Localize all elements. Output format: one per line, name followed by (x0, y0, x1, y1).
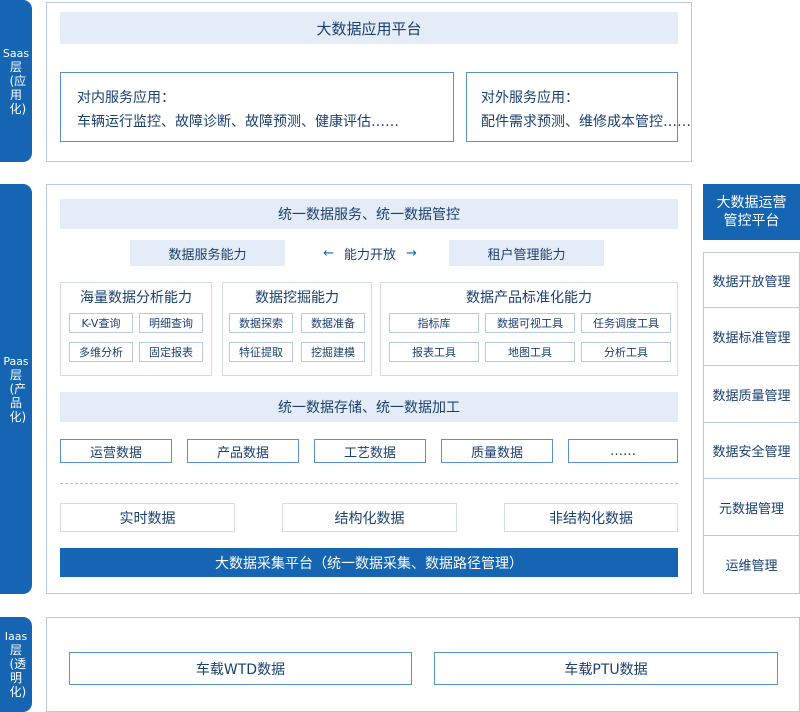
visualization-tool: 数据可视工具 (485, 313, 575, 333)
saas-title: 大数据应用平台 (60, 12, 678, 44)
capability-open-label: 能力开放 (343, 247, 396, 263)
wtd-data: 车载WTD数据 (69, 652, 412, 685)
external-apps-title: 对外服务应用： (481, 90, 579, 106)
paas-layer-tab: Paas 层(产品化) (0, 184, 32, 594)
mining-capability-title: 数据挖掘能力 (255, 290, 339, 306)
data-security-management: 数据安全管理 (703, 423, 800, 479)
iaas-layer-zh: 层(透明化) (9, 643, 27, 699)
standardization-capability-group: 数据产品标准化能力 指标库 数据可视工具 任务调度工具 报表工具 地图工具 分析… (380, 282, 678, 376)
ops-management: 运维管理 (703, 536, 800, 594)
category-quality: 质量数据 (441, 439, 553, 463)
mining-capability-group: 数据挖掘能力 数据探索 数据准备 特征提取 挖掘建模 (222, 282, 372, 376)
ops-platform-title: 大数据运营管控平台 (703, 184, 800, 240)
data-open-management: 数据开放管理 (703, 252, 800, 308)
category-operations: 运营数据 (60, 439, 172, 463)
external-apps-box: 对外服务应用： 配件需求预测、维修成本管控…… (466, 72, 691, 142)
report-tool: 报表工具 (389, 342, 479, 362)
arrow-right-icon: → (406, 245, 417, 261)
category-product: 产品数据 (187, 439, 299, 463)
internal-apps-box: 对内服务应用： 车辆运行监控、故障诊断、故障预测、健康评估…… (60, 72, 454, 142)
iaas-layer-tab: Iaas 层(透明化) (0, 617, 32, 712)
standardization-capability-title: 数据产品标准化能力 (466, 290, 592, 306)
data-standard-management: 数据标准管理 (703, 308, 800, 366)
storage-title: 统一数据存储、统一数据加工 (60, 392, 678, 422)
analysis-capability-group: 海量数据分析能力 K-V查询 明细查询 多维分析 固定报表 (60, 282, 212, 376)
internal-apps-title: 对内服务应用： (77, 90, 175, 106)
indicator-library: 指标库 (389, 313, 479, 333)
unstructured-data: 非结构化数据 (504, 503, 678, 532)
service-title: 统一数据服务、统一数据管控 (60, 199, 678, 229)
external-apps-items: 配件需求预测、维修成本管控…… (481, 114, 691, 130)
data-preparation: 数据准备 (301, 313, 365, 333)
mining-modeling: 挖掘建模 (301, 342, 365, 362)
fixed-report: 固定报表 (139, 342, 203, 362)
paas-layer-zh: 层(产品化) (9, 367, 27, 424)
analysis-capability-title: 海量数据分析能力 (80, 290, 192, 306)
tenant-capability: 租户管理能力 (449, 240, 604, 266)
collection-platform: 大数据采集平台（统一数据采集、数据路径管理） (60, 548, 678, 577)
realtime-data: 实时数据 (60, 503, 235, 532)
saas-layer-en: Saas (2, 46, 30, 60)
feature-extraction: 特征提取 (229, 342, 293, 362)
task-scheduling-tool: 任务调度工具 (581, 313, 671, 333)
saas-layer-zh: 层(应用化) (9, 59, 27, 116)
detail-query: 明细查询 (139, 313, 203, 333)
analysis-tool: 分析工具 (581, 342, 671, 362)
category-more: …… (568, 439, 678, 463)
data-quality-management: 数据质量管理 (703, 366, 800, 423)
iaas-layer-en: Iaas (4, 630, 28, 643)
data-exploration: 数据探索 (229, 313, 293, 333)
data-service-capability: 数据服务能力 (130, 240, 285, 266)
arrow-left-icon: ← (323, 245, 334, 261)
kv-query: K-V查询 (69, 313, 133, 333)
internal-apps-items: 车辆运行监控、故障诊断、故障预测、健康评估…… (77, 114, 399, 130)
metadata-management: 元数据管理 (703, 479, 800, 536)
dashed-divider (60, 483, 678, 484)
ptu-data: 车载PTU数据 (434, 652, 778, 685)
multidim-analysis: 多维分析 (69, 342, 133, 362)
paas-layer-en: Paas (3, 354, 29, 368)
map-tool: 地图工具 (485, 342, 575, 362)
category-process: 工艺数据 (314, 439, 426, 463)
saas-layer-tab: Saas 层(应用化) (0, 0, 32, 162)
capability-open: ← 能力开放 → (300, 240, 440, 266)
structured-data: 结构化数据 (282, 503, 457, 532)
